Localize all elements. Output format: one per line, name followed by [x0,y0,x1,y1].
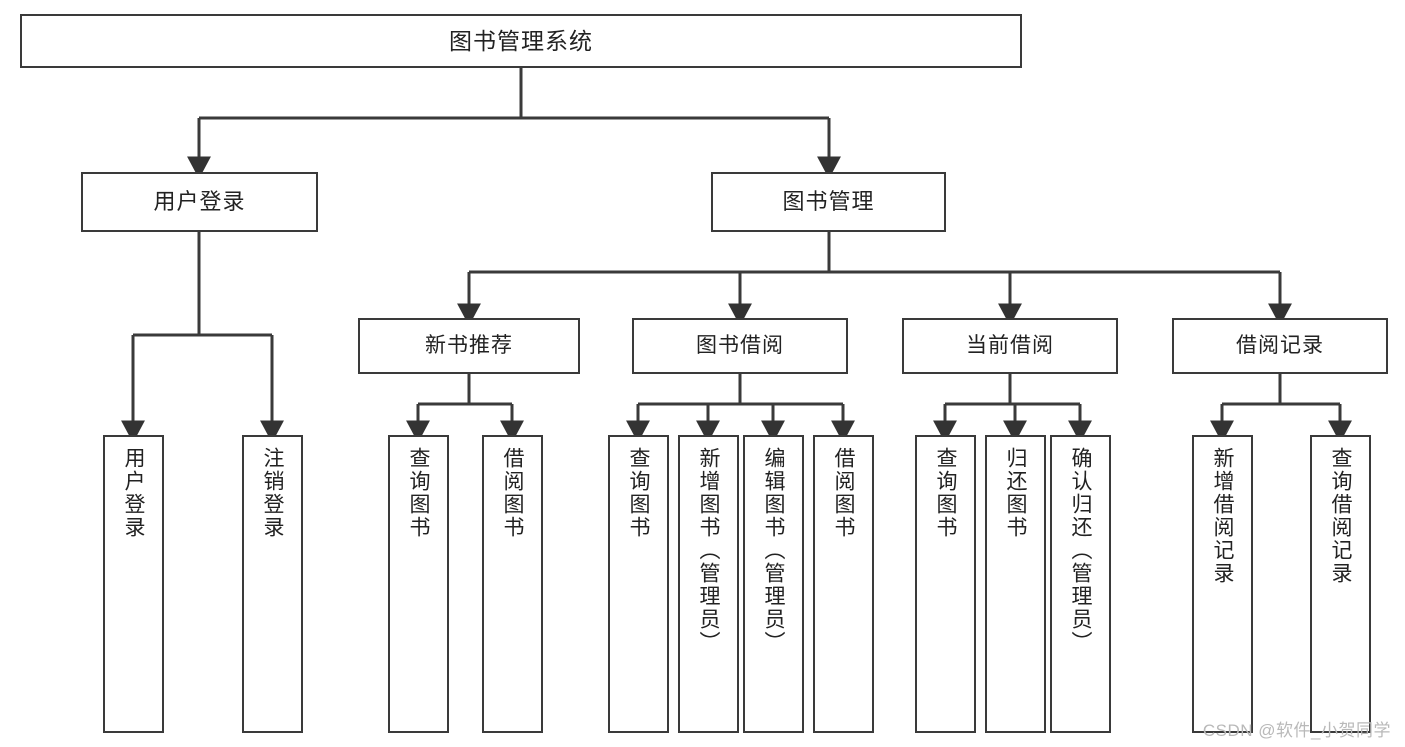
node-label: 确认归还（管理员） [1069,447,1092,654]
node-label: 借阅记录 [1236,333,1324,357]
node-book-borrow[interactable]: 图书借阅 [632,318,848,374]
node-label: 借阅图书 [501,447,524,539]
node-label: 图书借阅 [696,333,784,357]
leaf-logout-login[interactable]: 注销登录 [242,435,303,733]
node-label: 新增图书（管理员） [697,447,720,654]
node-book-management[interactable]: 图书管理 [711,172,946,232]
node-label: 查询图书 [934,447,957,539]
leaf-borrow-book-recommend[interactable]: 借阅图书 [482,435,543,733]
leaf-borrow-book[interactable]: 借阅图书 [813,435,874,733]
leaf-edit-book[interactable]: 编辑图书（管理员） [743,435,804,733]
node-label: 注销登录 [261,447,284,539]
node-label: 归还图书 [1004,447,1027,539]
node-label: 新增借阅记录 [1211,447,1234,585]
leaf-confirm-return[interactable]: 确认归还（管理员） [1050,435,1111,733]
node-label: 编辑图书（管理员） [762,447,785,654]
node-label: 图书管理 [782,189,875,215]
node-label: 新书推荐 [425,333,513,357]
node-label: 用户登录 [122,447,145,539]
node-root-system[interactable]: 图书管理系统 [20,14,1022,68]
node-label: 查询图书 [627,447,650,539]
csdn-watermark: CSDN @软件_小贺同学 [1202,721,1391,740]
leaf-query-borrow-record[interactable]: 查询借阅记录 [1310,435,1371,733]
node-new-book-recommend[interactable]: 新书推荐 [358,318,580,374]
node-user-login[interactable]: 用户登录 [81,172,318,232]
leaf-add-borrow-record[interactable]: 新增借阅记录 [1192,435,1253,733]
node-borrow-record[interactable]: 借阅记录 [1172,318,1388,374]
node-label: 查询图书 [407,447,430,539]
node-label: 用户登录 [153,189,246,215]
leaf-user-login[interactable]: 用户登录 [103,435,164,733]
leaf-query-book-borrow[interactable]: 查询图书 [608,435,669,733]
leaf-query-book-current[interactable]: 查询图书 [915,435,976,733]
node-label: 当前借阅 [966,333,1054,357]
leaf-add-book[interactable]: 新增图书（管理员） [678,435,739,733]
node-label: 查询借阅记录 [1329,447,1352,585]
node-current-borrow[interactable]: 当前借阅 [902,318,1118,374]
leaf-query-book-recommend[interactable]: 查询图书 [388,435,449,733]
leaf-return-book[interactable]: 归还图书 [985,435,1046,733]
node-label: 图书管理系统 [449,27,593,54]
node-label: 借阅图书 [832,447,855,539]
